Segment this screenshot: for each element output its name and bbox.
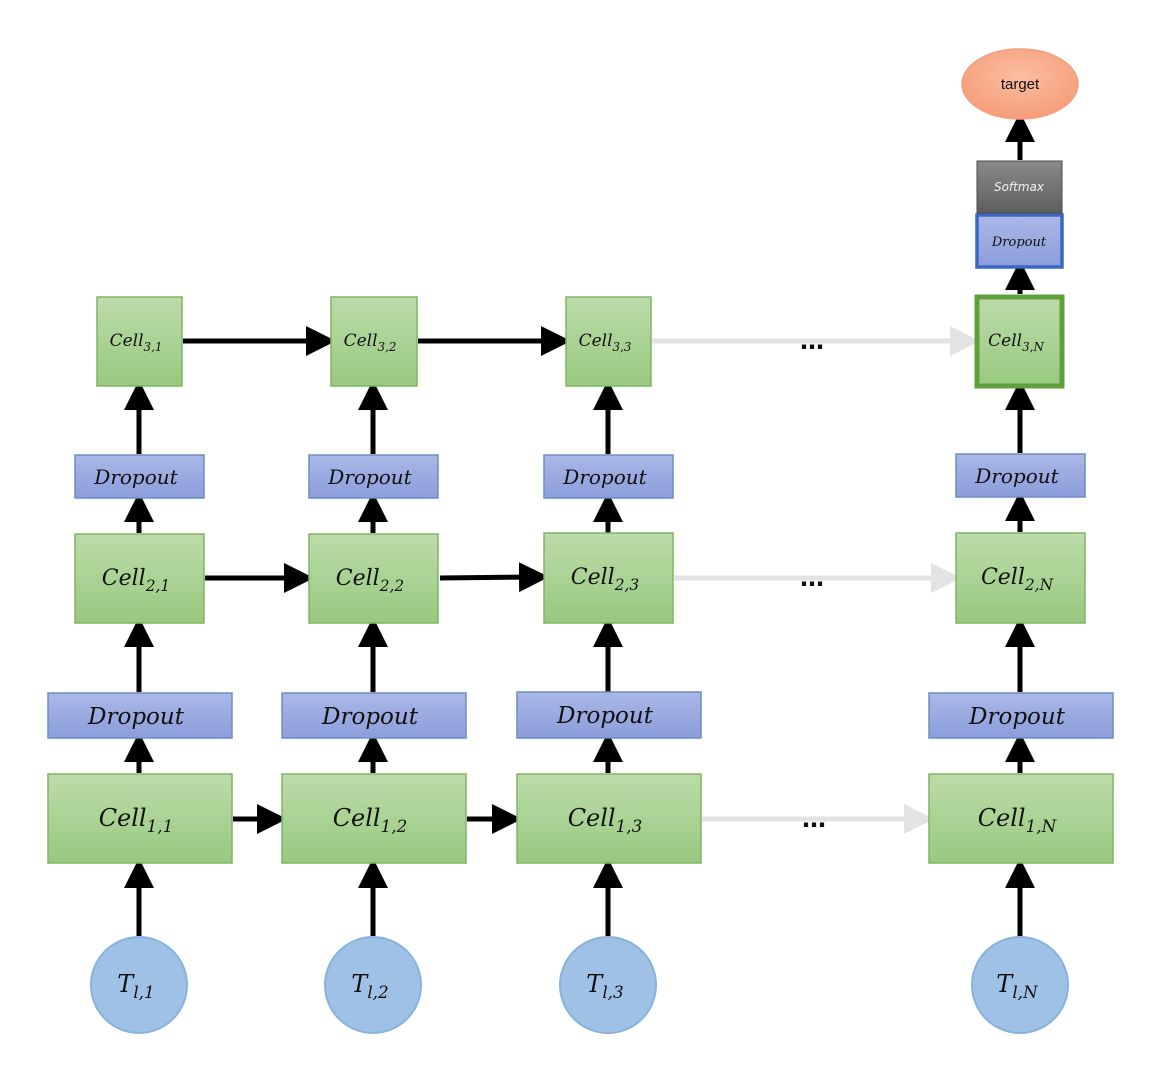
lstm-cell bbox=[96, 296, 183, 387]
dropout-label: Dropout bbox=[556, 703, 654, 729]
cell-label: Cell3,1 bbox=[110, 331, 163, 354]
dropout-label: Dropout bbox=[87, 704, 185, 730]
output-dropout-block bbox=[975, 213, 1064, 269]
cell-label: Cell2,3 bbox=[571, 565, 640, 594]
lstm-cell bbox=[308, 533, 439, 624]
arrows bbox=[124, 112, 1035, 936]
cell-label: Cell1,1 bbox=[99, 804, 174, 836]
dropout-block bbox=[74, 454, 205, 499]
layer-3-cells: Cell3,1 Cell3,2 Cell3,3 Cell3,N bbox=[96, 294, 1065, 389]
cell-label: Cell2,1 bbox=[102, 566, 170, 595]
ellipsis: … bbox=[800, 327, 824, 355]
target-label: target bbox=[1001, 76, 1040, 93]
lstm-cell bbox=[955, 532, 1086, 624]
dropout-block bbox=[308, 454, 439, 499]
softmax-block bbox=[976, 160, 1063, 214]
dropout-block bbox=[281, 692, 467, 739]
input-node bbox=[971, 936, 1069, 1034]
cell-label: Cell3,3 bbox=[579, 331, 632, 354]
dropout-label: Dropout bbox=[321, 704, 419, 730]
ellipsis: … bbox=[802, 805, 826, 833]
dropout-label: Dropout bbox=[974, 464, 1059, 488]
layer-1-cells: Cell1,1 Cell1,2 Cell1,3 Cell1,N bbox=[47, 773, 1114, 864]
cell-label: Cell1,N bbox=[978, 804, 1058, 836]
continuation-arrows bbox=[652, 326, 980, 834]
input-node bbox=[324, 936, 422, 1034]
dropout-block bbox=[47, 692, 233, 739]
lstm-cell bbox=[74, 533, 205, 624]
lstm-cell bbox=[330, 296, 418, 387]
input-label: Tl,3 bbox=[586, 970, 623, 1002]
cell-label: Cell1,3 bbox=[568, 804, 643, 836]
dropout-block bbox=[955, 453, 1086, 498]
lstm-cell bbox=[47, 773, 233, 864]
input-label: Tl,1 bbox=[117, 970, 154, 1002]
input-label: Tl,2 bbox=[351, 970, 388, 1002]
lstm-cell bbox=[928, 773, 1114, 864]
lstm-cell bbox=[281, 773, 467, 864]
cell-label: Cell2,N bbox=[981, 565, 1054, 594]
target-node bbox=[961, 48, 1079, 120]
dropout-layer-2: Dropout Dropout Dropout Dropout bbox=[74, 453, 1086, 499]
cell-label: Cell1,2 bbox=[333, 804, 408, 836]
ellipsis: … bbox=[800, 564, 824, 592]
ellipses: … … … bbox=[800, 327, 826, 833]
cell-label: Cell2,2 bbox=[336, 566, 404, 595]
arrow-cell-2-2-to-cell-2-3 bbox=[439, 562, 549, 593]
layer-2-cells: Cell2,1 Cell2,2 Cell2,3 Cell2,N bbox=[74, 532, 1086, 624]
lstm-cell bbox=[543, 532, 674, 624]
lstm-cell-highlighted bbox=[974, 294, 1065, 389]
lstm-cell bbox=[516, 773, 702, 864]
cell-label: Cell3,2 bbox=[344, 331, 397, 354]
dropout-label: Dropout bbox=[327, 465, 412, 489]
input-node bbox=[559, 936, 657, 1034]
dropout-label: Dropout bbox=[968, 704, 1066, 730]
input-label: Tl,N bbox=[996, 970, 1039, 1002]
output-head: Dropout Softmax target bbox=[961, 48, 1079, 269]
output-dropout-label: Dropout bbox=[991, 235, 1047, 250]
dropout-block bbox=[516, 691, 702, 739]
cell-label: Cell3,N bbox=[988, 331, 1044, 354]
input-node bbox=[90, 936, 188, 1034]
softmax-label: Softmax bbox=[994, 180, 1045, 194]
dropout-label: Dropout bbox=[562, 465, 647, 489]
dropout-label: Dropout bbox=[93, 465, 178, 489]
dropout-block bbox=[928, 692, 1114, 739]
lstm-cell bbox=[565, 296, 652, 387]
inputs: Tl,1 Tl,2 Tl,3 Tl,N bbox=[90, 936, 1069, 1034]
dropout-layer-1: Dropout Dropout Dropout Dropout bbox=[47, 691, 1114, 739]
dropout-block bbox=[543, 454, 674, 499]
